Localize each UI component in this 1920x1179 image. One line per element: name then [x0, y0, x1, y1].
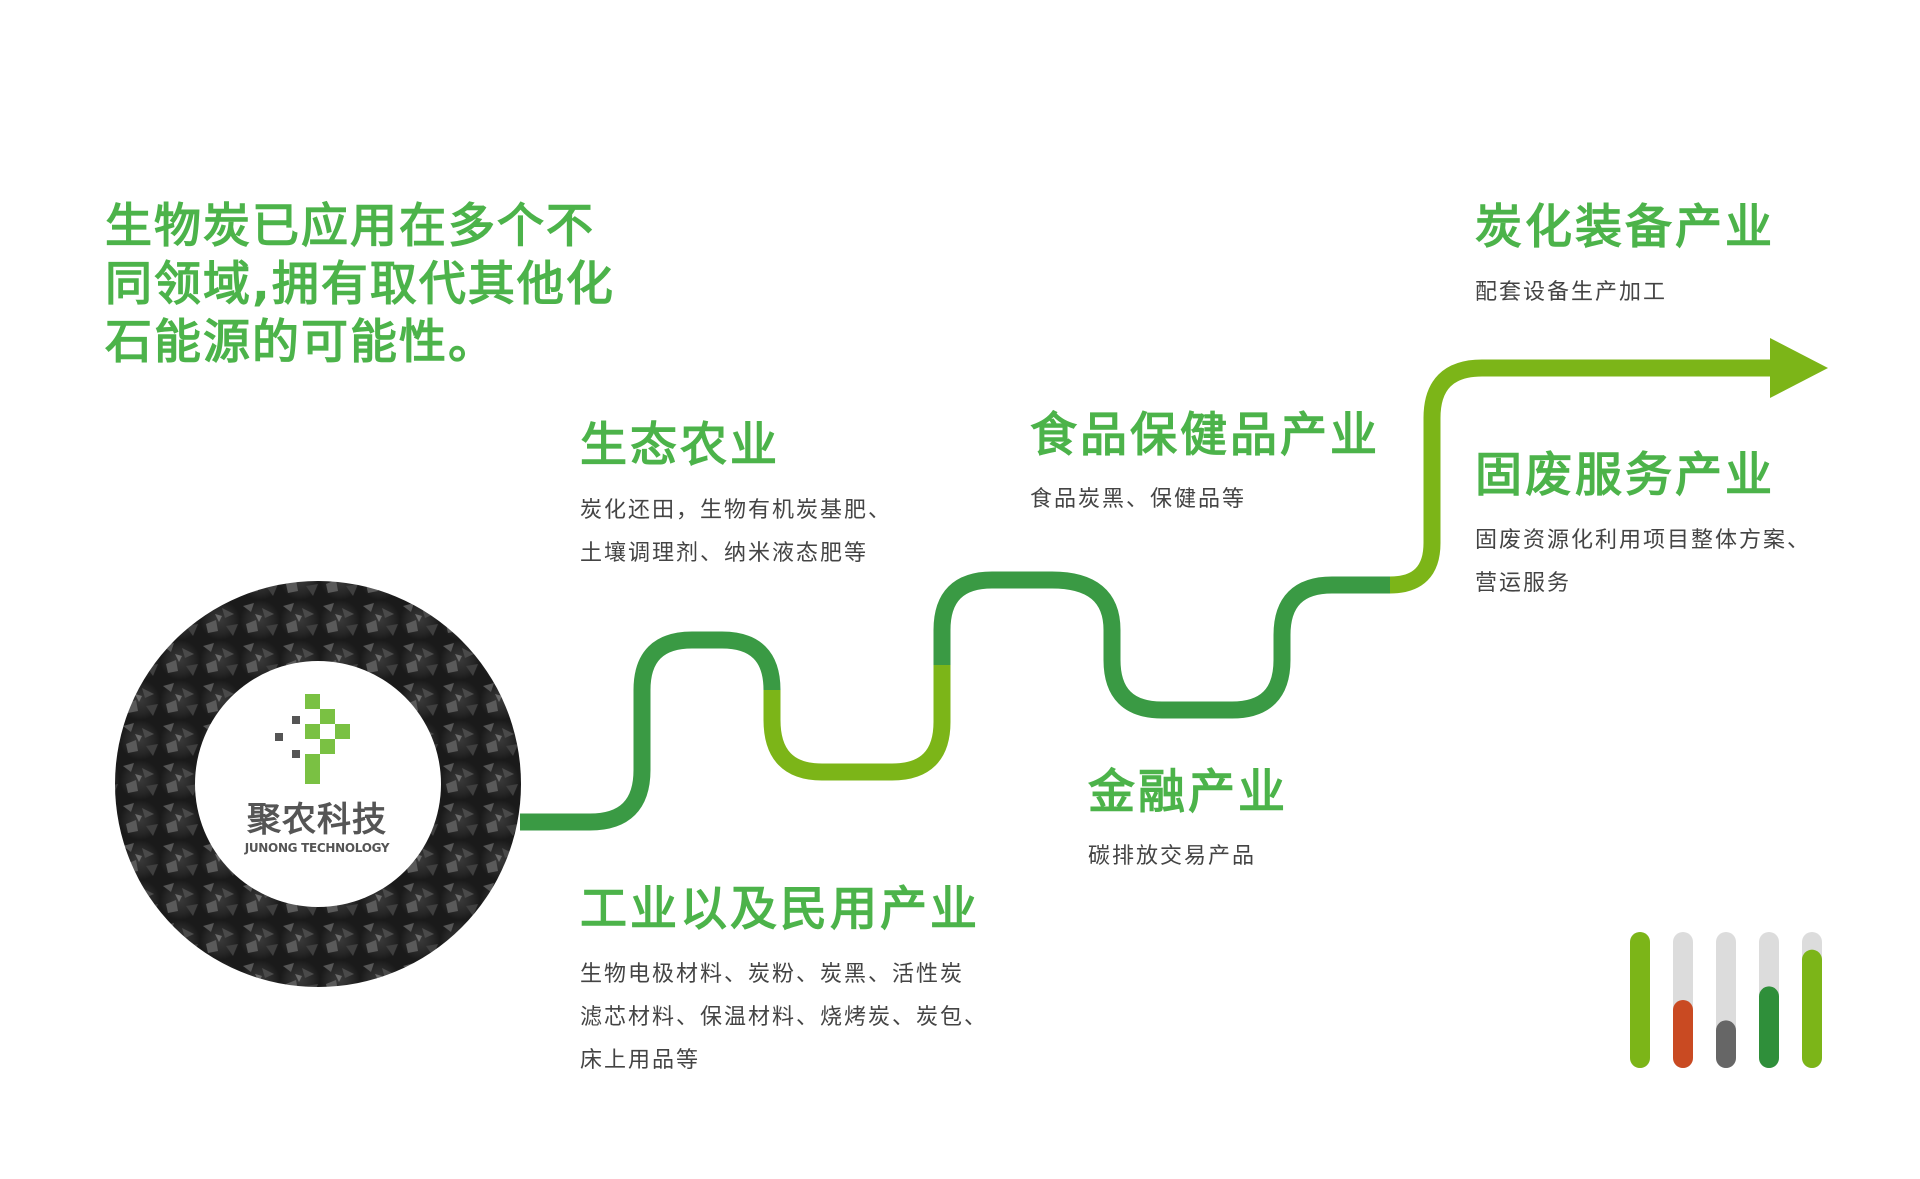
desc-line: 滤芯材料、保温材料、烧烤炭、炭包、	[580, 1005, 989, 1030]
bar-fill	[1759, 986, 1779, 1068]
sector-title-finance: 金融产业	[1088, 765, 1288, 820]
junong-logo-icon	[275, 694, 350, 784]
logo-wordmark: 聚农科技 JUNONG TECHNOLOGY	[242, 800, 392, 856]
desc-line: 固废资源化利用项目整体方案、	[1475, 528, 1812, 553]
bar-fill	[1630, 932, 1650, 1068]
desc-line: 生物电极材料、炭粉、炭黑、活性炭	[580, 962, 965, 987]
logo-name-en: JUNONG TECHNOLOGY	[244, 841, 390, 855]
desc-line: 床上用品等	[580, 1048, 701, 1073]
headline: 生物炭已应用在多个不同领域,拥有取代其他化石能源的可能性。	[105, 199, 615, 370]
sector-desc-carbonization-equipment: 配套设备生产加工	[1475, 271, 1667, 314]
desc-line: 碳排放交易产品	[1088, 844, 1257, 869]
path-segment-1	[520, 631, 781, 831]
arrow-head-icon	[1770, 338, 1828, 398]
desc-line: 营运服务	[1475, 571, 1572, 596]
winding-path	[520, 359, 1782, 831]
path-segment-3	[933, 571, 1390, 719]
sector-title-food-health: 食品保健品产业	[1030, 408, 1380, 463]
path-segment-4	[1389, 359, 1782, 594]
sector-title-eco-agriculture: 生态农业	[580, 418, 780, 473]
sector-desc-finance: 碳排放交易产品	[1088, 835, 1256, 878]
desc-line: 土壤调理剂、纳米液态肥等	[580, 541, 869, 566]
bar-fill	[1802, 949, 1822, 1068]
desc-line: 食品炭黑、保健品等	[1030, 487, 1247, 512]
sector-desc-industrial-civil: 生物电极材料、炭粉、炭黑、活性炭 滤芯材料、保温材料、烧烤炭、炭包、 床上用品等	[580, 953, 988, 1082]
bar-graph-decoration	[1630, 932, 1822, 1068]
sector-desc-solid-waste: 固废资源化利用项目整体方案、 营运服务	[1475, 519, 1811, 605]
sector-title-solid-waste: 固废服务产业	[1475, 448, 1775, 503]
bar-fill	[1716, 1020, 1736, 1068]
sector-desc-food-health: 食品炭黑、保健品等	[1030, 478, 1246, 521]
sector-desc-eco-agriculture: 炭化还田，生物有机炭基肥、 土壤调理剂、纳米液态肥等	[580, 489, 892, 575]
path-segment-2	[763, 665, 951, 781]
desc-line: 炭化还田，生物有机炭基肥、	[580, 498, 893, 523]
desc-line: 配套设备生产加工	[1475, 280, 1668, 305]
sector-title-industrial-civil: 工业以及民用产业	[580, 882, 980, 937]
sector-title-carbonization-equipment: 炭化装备产业	[1475, 200, 1775, 255]
bar-fill	[1673, 1000, 1693, 1068]
logo-name-cn: 聚农科技	[247, 800, 387, 840]
